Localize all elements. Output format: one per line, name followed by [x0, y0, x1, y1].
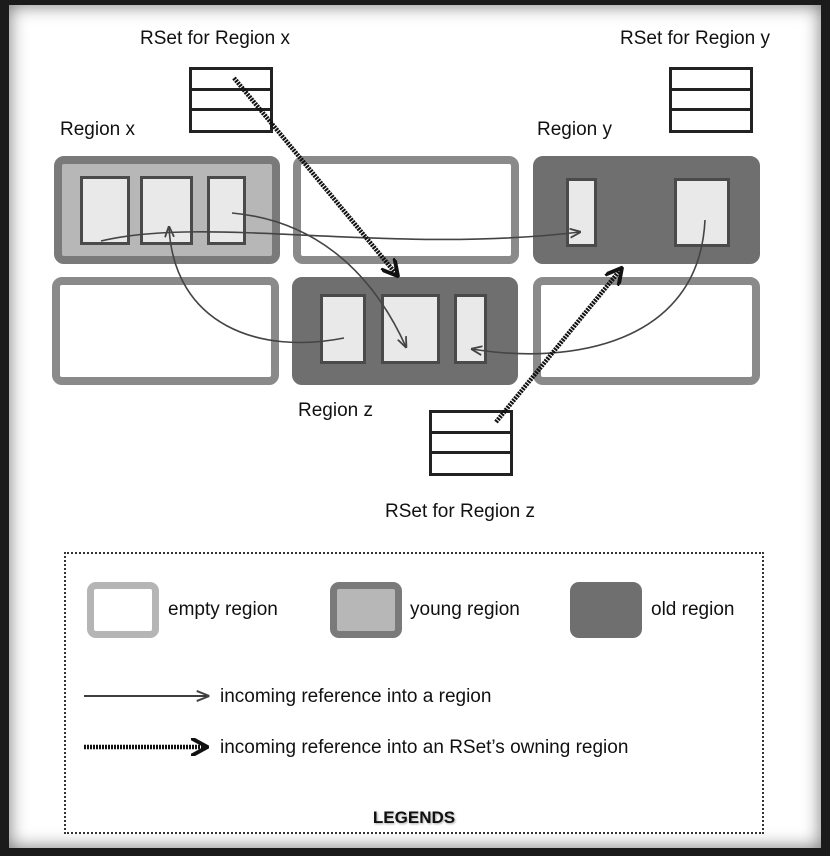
ref-y2-to-z3 — [472, 219, 706, 354]
legend-empty-swatch — [87, 582, 159, 638]
ref-x3-to-z2 — [231, 212, 406, 347]
region-y-label: Region y — [537, 119, 612, 140]
ref-z1-to-x2 — [169, 227, 345, 344]
region-x-object-1 — [80, 176, 130, 245]
region-x-object-3 — [207, 176, 246, 245]
legend-arrow-icons — [84, 554, 766, 836]
legend-old-label: old region — [651, 599, 735, 620]
rset-z-table — [429, 410, 513, 476]
legend-young-label: young region — [410, 599, 520, 620]
legend-box: empty region young region old region inc… — [64, 552, 764, 834]
rset-z-label: RSet for Region z — [385, 501, 535, 522]
legend-empty-label: empty region — [168, 599, 278, 620]
diagram-canvas: RSet for Region x RSet for Region y Regi… — [9, 5, 821, 848]
legend-old-swatch — [570, 582, 642, 638]
ref-x1-to-y — [100, 232, 580, 242]
rset-x-label: RSet for Region x — [140, 28, 290, 49]
region-z-object-1 — [320, 294, 366, 364]
empty-region-bottom-left — [52, 277, 279, 385]
empty-region-top-middle — [293, 156, 519, 264]
rset-x-ref-arrow — [232, 76, 397, 275]
reference-arrows — [100, 76, 706, 424]
legend-ref-rset-label: incoming reference into an RSet’s owning… — [220, 737, 629, 758]
region-z-object-2 — [381, 294, 440, 364]
rset-z-ref-arrow — [494, 269, 621, 424]
rset-x-table — [189, 67, 273, 133]
legend-young-swatch — [330, 582, 402, 638]
legend-ref-region-label: incoming reference into a region — [220, 686, 492, 707]
region-z-label: Region z — [298, 400, 373, 421]
legend-title: LEGENDS — [372, 808, 456, 827]
region-x-label: Region x — [60, 119, 135, 140]
rset-y-label: RSet for Region y — [620, 28, 770, 49]
rset-y-table — [669, 67, 753, 133]
